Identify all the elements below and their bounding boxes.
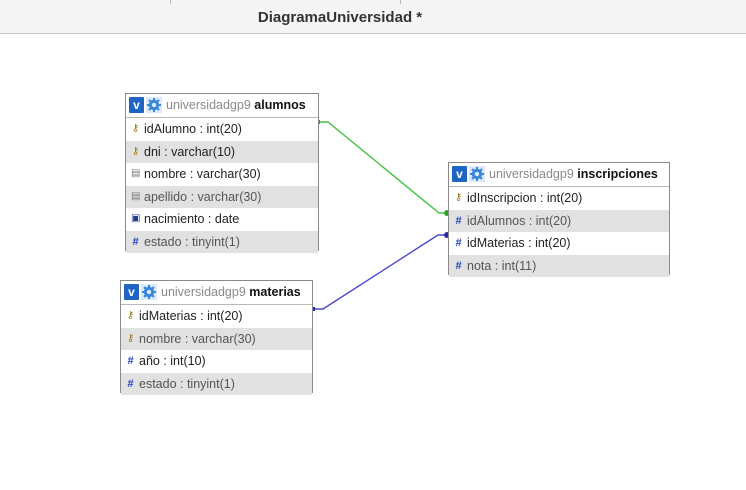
column-row[interactable]: ▤nombre : varchar(30) (126, 163, 318, 186)
number-icon: # (455, 259, 462, 272)
relation-materias-inscripciones[interactable] (313, 234, 448, 310)
column-row[interactable]: ⚷ dni : varchar(10) (126, 140, 318, 163)
key-icon: ⚷ (131, 145, 140, 157)
title-bar: DiagramaUniversidad * (0, 0, 746, 34)
column-label: nombre : varchar(30) (144, 167, 261, 181)
column-label: nombre : varchar(30) (139, 331, 256, 346)
column-label: nota : int(11) (467, 258, 537, 273)
table-alumnos[interactable]: v universidadgp9 alumnos ⚷ idAlumno : int… (125, 93, 319, 253)
table-header[interactable]: v universidadgp9 materias (121, 281, 312, 305)
column-label: idMaterias : int(20) (467, 236, 571, 250)
table-name: materias (249, 285, 301, 299)
database-name: universidadgp9 (166, 98, 251, 112)
number-icon: # (455, 214, 462, 227)
column-label: año : int(10) (139, 354, 206, 368)
view-toggle-button[interactable]: v (124, 284, 139, 300)
divider (170, 0, 171, 4)
view-toggle-button[interactable]: v (129, 97, 144, 113)
column-row[interactable]: # estado : tinyint(1) (121, 372, 312, 395)
table-inscripciones[interactable]: v universidadgp9 inscripciones ⚷ idInscri… (448, 162, 670, 277)
table-header[interactable]: v universidadgp9 alumnos (126, 94, 318, 118)
number-icon: # (127, 355, 134, 367)
column-row[interactable]: ⚷ idMaterias : int(20) (121, 305, 312, 328)
database-name: universidadgp9 (489, 167, 574, 181)
table-caption: universidadgp9 materias (161, 285, 301, 299)
diagram-title: DiagramaUniversidad * (257, 9, 423, 26)
key-icon: ⚷ (126, 332, 135, 344)
divider (400, 0, 401, 4)
column-row[interactable]: ▣nacimiento : date (126, 208, 318, 231)
text-field-icon: ▤ (131, 168, 141, 179)
table-name: inscripciones (577, 167, 658, 181)
gear-icon[interactable] (141, 284, 157, 300)
table-caption: universidadgp9 alumnos (166, 98, 306, 112)
key-icon: ⚷ (131, 123, 140, 134)
relation-start-marker (311, 307, 315, 311)
table-header[interactable]: v universidadgp9 inscripciones (449, 163, 669, 187)
column-label: estado : tinyint(1) (139, 376, 235, 391)
column-row[interactable]: # año : int(10) (121, 350, 312, 373)
database-name: universidadgp9 (161, 285, 246, 299)
gear-icon[interactable] (146, 97, 162, 113)
key-icon: ⚷ (454, 192, 463, 203)
table-materias[interactable]: v universidadgp9 materias ⚷ idMaterias : … (120, 280, 313, 395)
number-icon: # (455, 237, 462, 249)
view-toggle-button[interactable]: v (452, 166, 467, 182)
date-icon: ▣ (131, 213, 141, 224)
column-row[interactable]: # nota : int(11) (449, 254, 669, 277)
table-name: alumnos (254, 98, 306, 112)
column-label: idMaterias : int(20) (139, 309, 243, 323)
number-icon: # (127, 377, 134, 390)
relation-alumnos-inscripciones[interactable] (318, 121, 448, 214)
column-label: idAlumno : int(20) (144, 122, 242, 136)
column-label: dni : varchar(10) (144, 144, 236, 159)
column-label: apellido : varchar(30) (144, 189, 262, 204)
column-label: nacimiento : date (144, 212, 240, 226)
column-label: idAlumnos : int(20) (467, 213, 572, 228)
column-row[interactable]: ⚷ idAlumno : int(20) (126, 118, 318, 141)
number-icon: # (132, 235, 139, 248)
column-label: estado : tinyint(1) (144, 234, 240, 249)
text-field-icon: ▤ (131, 190, 141, 202)
column-row[interactable]: ▤apellido : varchar(30) (126, 185, 318, 208)
column-row[interactable]: # idMaterias : int(20) (449, 232, 669, 255)
column-row[interactable]: ⚷ idInscripcion : int(20) (449, 187, 669, 210)
key-icon: ⚷ (126, 310, 135, 321)
column-row[interactable]: ⚷ nombre : varchar(30) (121, 327, 312, 350)
gear-icon[interactable] (469, 166, 485, 182)
table-caption: universidadgp9 inscripciones (489, 167, 658, 181)
column-label: idInscripcion : int(20) (467, 191, 583, 205)
column-row[interactable]: # estado : tinyint(1) (126, 230, 318, 253)
column-row[interactable]: # idAlumnos : int(20) (449, 209, 669, 232)
